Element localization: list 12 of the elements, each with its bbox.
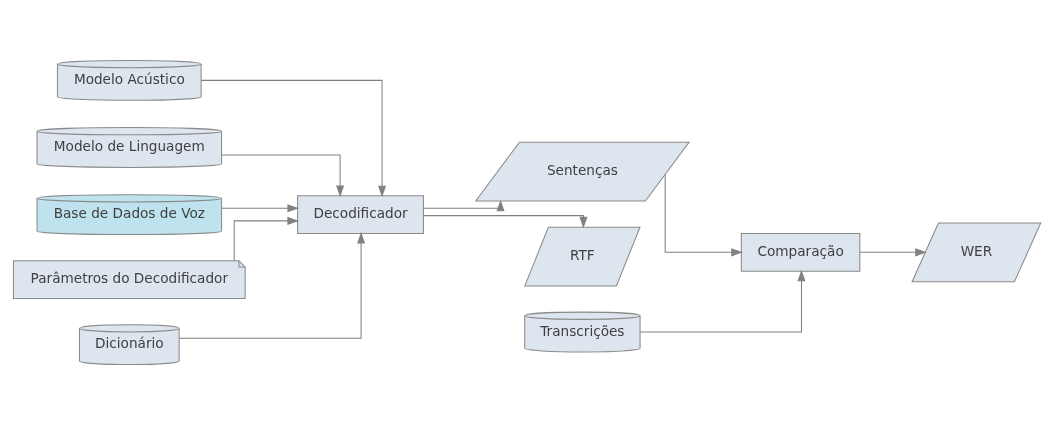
arrow <box>422 215 588 229</box>
arrow <box>423 199 505 212</box>
node-box: Decodificador <box>297 195 424 234</box>
arrow <box>664 174 743 257</box>
arrow <box>221 154 345 197</box>
arrow <box>221 204 299 213</box>
node-box: Comparação <box>740 232 861 272</box>
arrow <box>178 232 366 339</box>
arrow <box>859 248 927 257</box>
arrow <box>200 79 387 198</box>
arrow <box>639 269 806 333</box>
arrow <box>233 216 299 262</box>
